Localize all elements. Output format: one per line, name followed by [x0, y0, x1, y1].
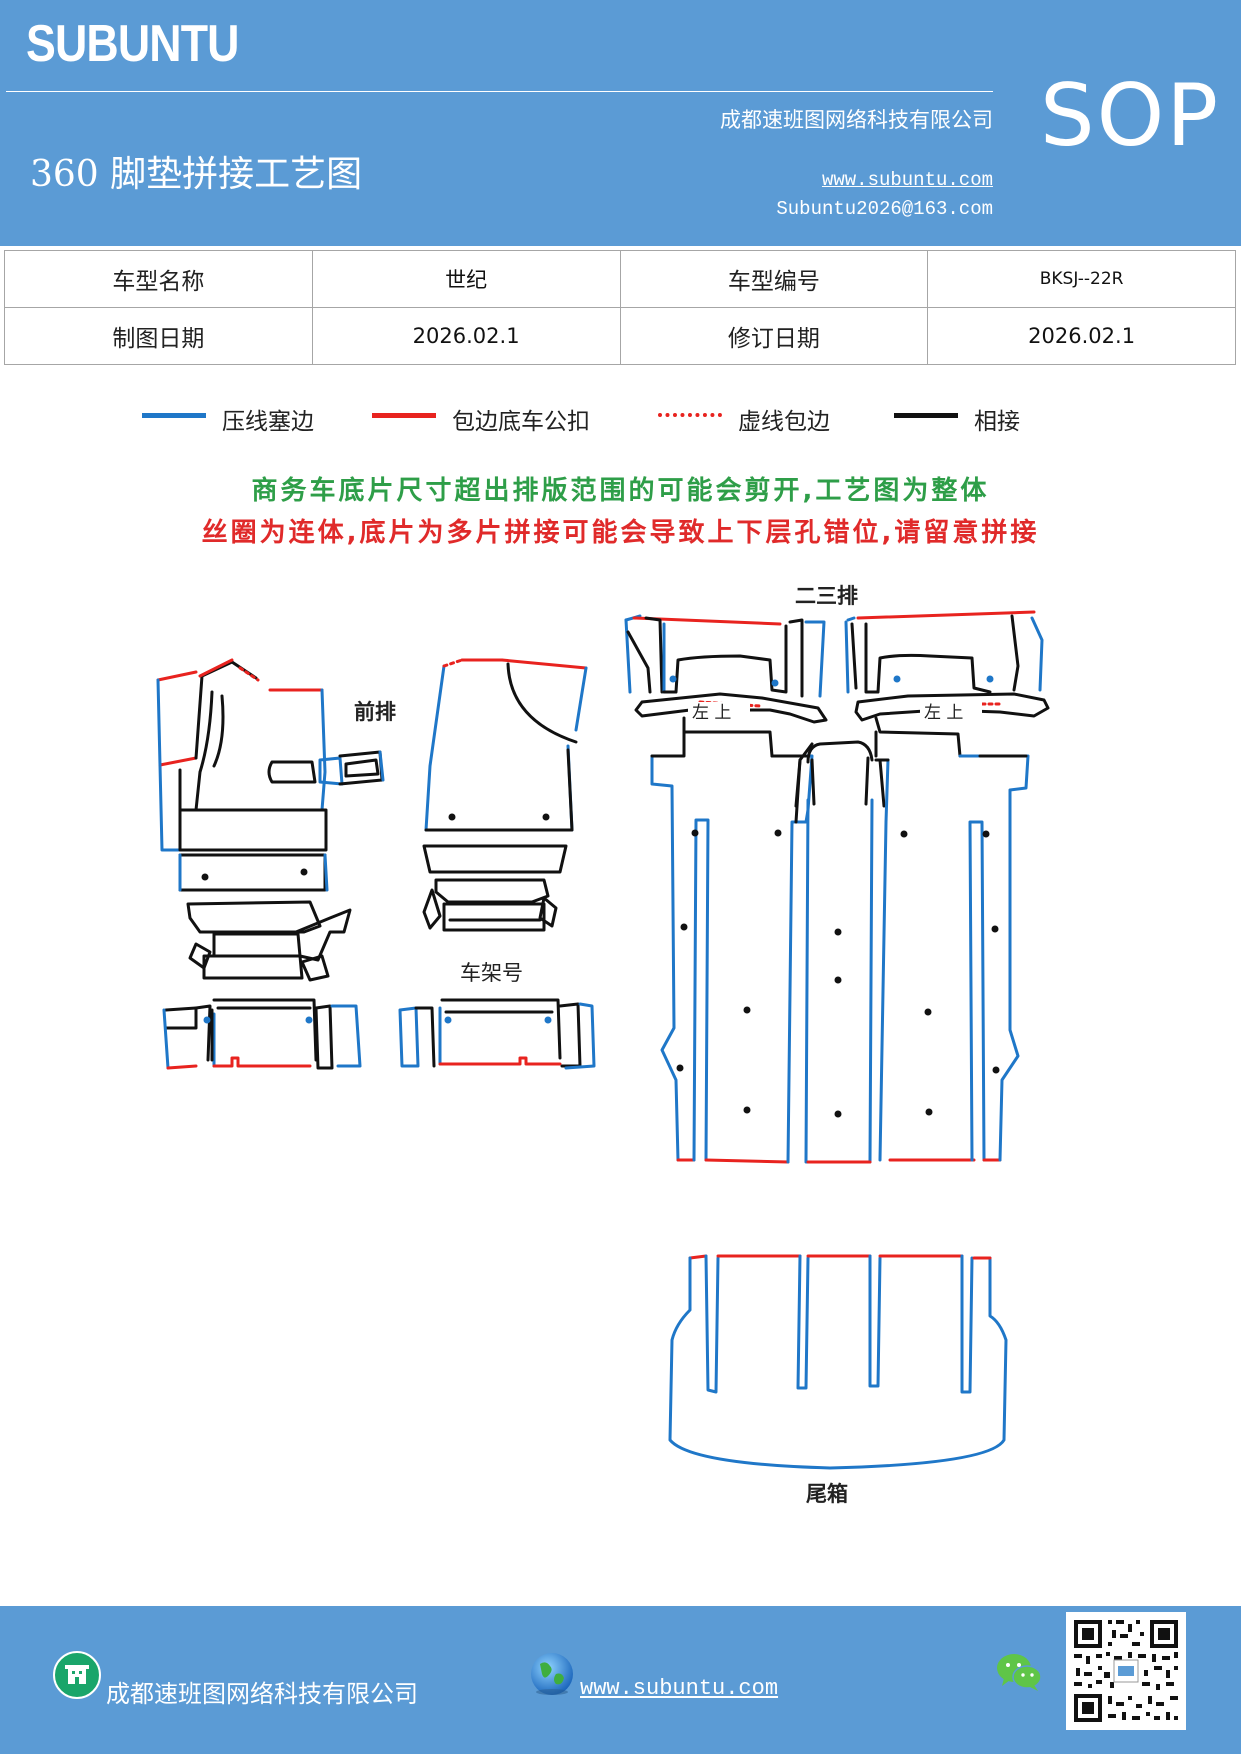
company-name: 成都速班图网络科技有限公司	[720, 108, 993, 132]
qr-code[interactable]	[1066, 1612, 1186, 1730]
notice-green: 商务车底片尺寸超出排版范围的可能会剪开,工艺图为整体	[251, 476, 990, 506]
footer-banner: 成都速班图网络科技有限公司 www.subuntu.com	[0, 1606, 1241, 1754]
mark-label-right: 左 上	[924, 703, 963, 723]
table-cell: 2026.02.1	[927, 307, 1236, 365]
section-label-second-third-row: 二三排	[795, 584, 858, 608]
brand-logo: SUBUNTU	[26, 15, 239, 73]
table-cell: 世纪	[311, 250, 621, 308]
wechat-icon	[997, 1654, 1042, 1691]
mark-label-left: 左 上	[692, 703, 731, 723]
table-cell: BKSJ--22R	[927, 250, 1236, 308]
header-banner: SUBUNTU 成都速班图网络科技有限公司 360 脚垫拼接工艺图 www.su…	[0, 0, 1241, 246]
second-third-row-mats	[624, 610, 1050, 1164]
legend-label: 虚线包边	[738, 409, 830, 435]
legend-label: 压线塞边	[222, 409, 314, 435]
mat-drawing: 车架号 左 上 左 上	[156, 610, 1050, 1470]
footer-company-name: 成都速班图网络科技有限公司	[106, 1680, 418, 1708]
table-cell: 2026.02.1	[311, 307, 621, 365]
mark-label-bg	[688, 702, 750, 722]
legend-swatch	[894, 413, 958, 418]
email-address: Subuntu2026@163.com	[776, 198, 993, 220]
part-label-frame-number: 车架号	[460, 961, 523, 985]
notice-red: 丝圈为连体,底片为多片拼接可能会导致上下层孔错位,请留意拼接	[201, 518, 1040, 548]
vehicle-info-table: 车型名称 世纪 车型编号 BKSJ--22R 制图日期 2026.02.1 修订…	[4, 250, 1236, 365]
website-link[interactable]: www.subuntu.com	[821, 169, 993, 191]
header-divider	[6, 91, 993, 92]
front-passenger-mat	[398, 658, 596, 1070]
legend-swatch	[142, 413, 206, 418]
table-row: 制图日期 2026.02.1 修订日期 2026.02.1	[4, 307, 1236, 365]
footer-website-link[interactable]: www.subuntu.com	[580, 1676, 779, 1701]
mark-label-bg	[920, 702, 982, 722]
globe-icon	[531, 1653, 573, 1695]
table-row: 车型名称 世纪 车型编号 BKSJ--22R	[4, 250, 1236, 308]
legend-label: 包边底车公扣	[452, 409, 590, 435]
section-label-front-row: 前排	[354, 700, 396, 724]
table-cell: 修订日期	[619, 307, 929, 365]
section-label-trunk: 尾箱	[806, 1482, 848, 1506]
legend-swatch	[658, 413, 722, 417]
legend-label: 相接	[974, 409, 1020, 435]
part-label-bg	[458, 960, 540, 984]
floor-mat-diagram: 二三排 前排 尾箱	[0, 560, 1241, 1520]
legend-swatch	[372, 413, 436, 418]
table-cell: 车型名称	[4, 250, 313, 308]
document-title: 360 脚垫拼接工艺图	[30, 154, 363, 195]
trunk-mat	[668, 1254, 1008, 1470]
table-cell: 车型编号	[619, 250, 929, 308]
front-driver-mat	[156, 658, 385, 1070]
table-cell: 制图日期	[4, 307, 313, 365]
line-legend: 压线塞边 包边底车公扣 虚线包边 相接	[0, 400, 1241, 440]
sop-label: SOP	[1040, 66, 1221, 166]
building-icon	[53, 1651, 101, 1699]
